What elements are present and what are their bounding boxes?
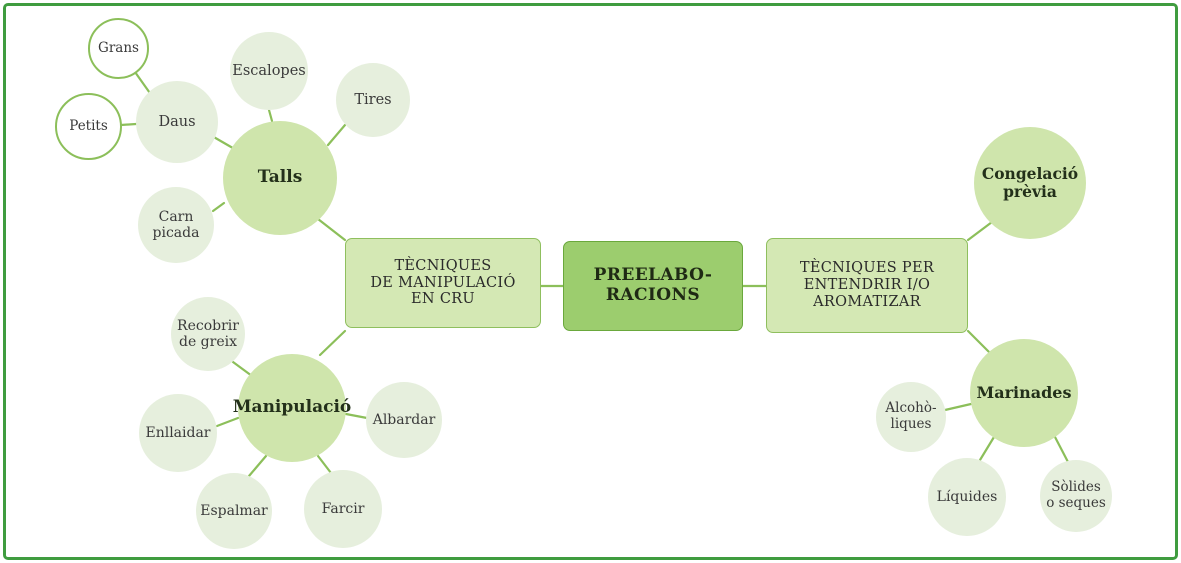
hub-node-talls[interactable]: Talls	[223, 121, 337, 235]
leaf-node-farcir[interactable]: Farcir	[304, 470, 382, 548]
leaf-node-label: Alcohò- liques	[885, 400, 937, 432]
leaf-node-label: Espalmar	[200, 502, 268, 519]
hub-node-label: Marinades	[976, 382, 1072, 402]
leaf-node-label: Sòlides o seques	[1046, 479, 1106, 511]
edge-manipulacio-to-farcir	[316, 454, 333, 475]
hub-node-congelacio-previa[interactable]: Congelació prèvia	[974, 127, 1086, 239]
leaf-node-liquides[interactable]: Líquides	[928, 458, 1006, 536]
leaf-node-espalmar[interactable]: Espalmar	[196, 473, 272, 549]
edge-manipulacio-to-albardar	[344, 412, 369, 420]
leaf-node-label: Daus	[158, 113, 196, 130]
edge-cru-to-talls	[316, 217, 347, 242]
leaf-node-solides-o-seques[interactable]: Sòlides o seques	[1040, 460, 1112, 532]
leaf-node-albardar[interactable]: Albardar	[366, 382, 442, 458]
edge-talls-to-tires	[326, 123, 347, 147]
center-node-label: PREELABO- RACIONS	[593, 265, 713, 305]
leaf-node-petits[interactable]: Petits	[55, 93, 122, 160]
edge-entendrir-to-marinades	[966, 329, 992, 355]
branch-node-label: TÈCNIQUES PER ENTENDRIR I/O AROMATIZAR	[799, 260, 935, 310]
branch-node-tecniques-entendrir[interactable]: TÈCNIQUES PER ENTENDRIR I/O AROMATIZAR	[766, 238, 968, 333]
branch-node-label: TÈCNIQUES DE MANIPULACIÓ EN CRU	[370, 257, 516, 308]
edge-talls-to-carn-picada	[211, 201, 226, 213]
edge-daus-to-petits	[119, 122, 138, 127]
leaf-node-label: Farcir	[321, 500, 365, 517]
edge-cru-to-manipulacio	[318, 329, 347, 357]
leaf-node-escalopes[interactable]: Escalopes	[230, 32, 308, 110]
edge-marinades-to-solides	[1053, 435, 1070, 464]
edge-marinades-to-alcoholiques	[943, 402, 973, 412]
edge-manipulacio-to-espalmar	[247, 454, 268, 478]
edge-manipulacio-to-enllaidar	[215, 416, 240, 428]
center-node-preelaboracions[interactable]: PREELABO- RACIONS	[563, 241, 743, 331]
hub-node-marinades[interactable]: Marinades	[970, 339, 1078, 447]
hub-node-label: Talls	[257, 167, 303, 188]
leaf-node-label: Enllaidar	[145, 424, 211, 441]
hub-node-label: Manipulació	[232, 397, 352, 418]
leaf-node-label: Recobrir de greix	[177, 317, 239, 350]
edge-entendrir-to-congelacio	[966, 220, 994, 242]
leaf-node-alcoholiques[interactable]: Alcohò- liques	[876, 382, 946, 452]
edge-talls-to-escalopes	[267, 108, 274, 123]
leaf-node-label: Tires	[354, 91, 392, 108]
leaf-node-carn-picada[interactable]: Carn picada	[138, 187, 214, 263]
leaf-node-daus[interactable]: Daus	[136, 81, 218, 163]
leaf-node-label: Grans	[98, 39, 139, 56]
branch-node-tecniques-cru[interactable]: TÈCNIQUES DE MANIPULACIÓ EN CRU	[345, 238, 541, 328]
leaf-node-grans[interactable]: Grans	[88, 18, 149, 79]
leaf-node-tires[interactable]: Tires	[336, 63, 410, 137]
leaf-node-label: Líquides	[936, 488, 998, 505]
leaf-node-label: Petits	[69, 117, 108, 134]
leaf-node-label: Carn picada	[152, 208, 200, 241]
leaf-node-label: Escalopes	[232, 62, 306, 79]
hub-node-manipulacio[interactable]: Manipulació	[233, 354, 351, 462]
leaf-node-label: Albardar	[372, 411, 436, 428]
edge-marinades-to-liquides	[978, 435, 996, 462]
leaf-node-enllaidar[interactable]: Enllaidar	[139, 394, 217, 472]
hub-node-label: Congelació prèvia	[981, 164, 1079, 201]
leaf-node-recobrir-de-greix[interactable]: Recobrir de greix	[171, 297, 245, 371]
